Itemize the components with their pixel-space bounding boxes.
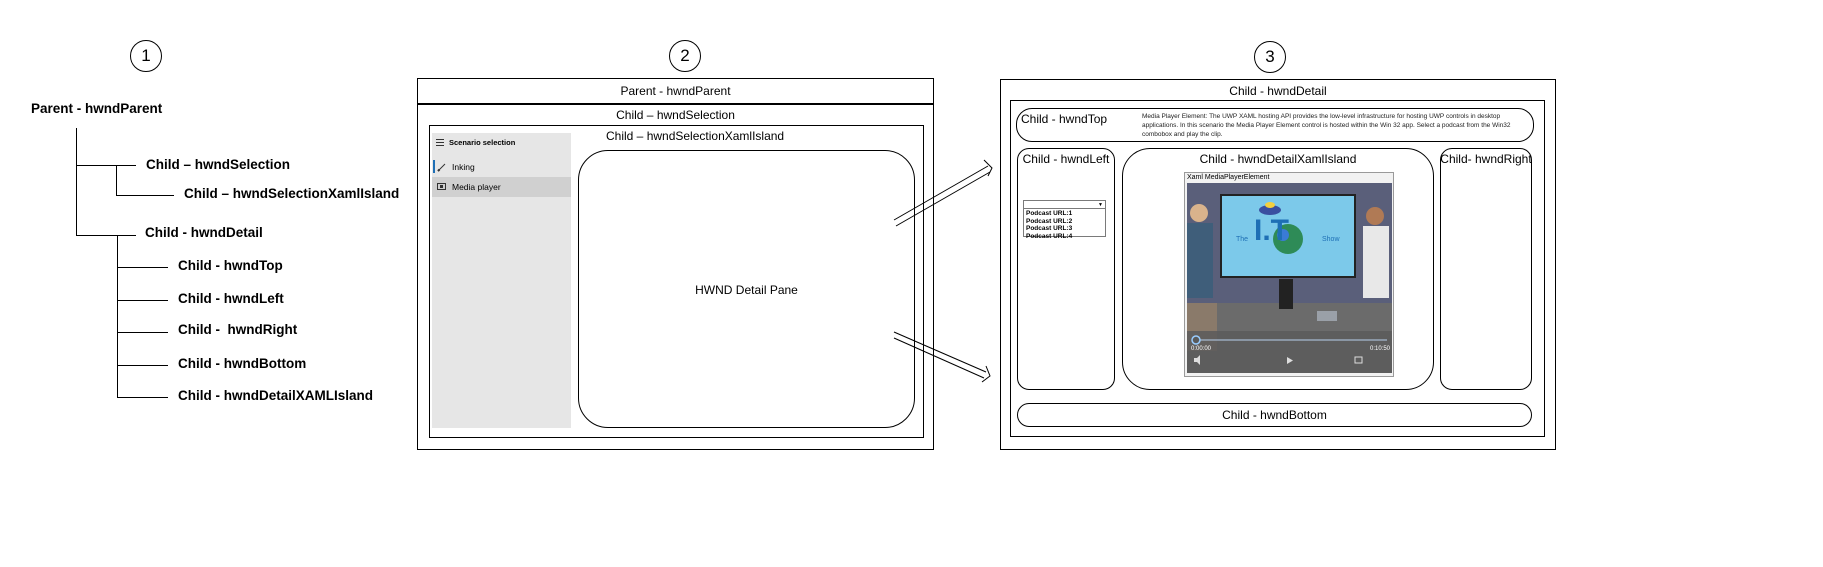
scenario-header: Scenario selection <box>436 138 515 147</box>
video-frame[interactable] <box>1187 183 1392 373</box>
tree-connector <box>117 267 168 268</box>
media-icon <box>437 183 446 190</box>
connector-arrows <box>893 159 993 383</box>
arrow-upper <box>893 159 993 227</box>
right-window-frame <box>1440 148 1532 390</box>
volume-icon <box>1194 355 1200 365</box>
time-start: 0:00:00 <box>1191 346 1212 352</box>
scenario-item-media-player[interactable]: Media player <box>437 182 501 192</box>
detail-xaml-island-label: Child - hwndDetailXamlIsland <box>1199 152 1357 166</box>
panel-2-number: 2 <box>669 40 701 72</box>
tree-node-left: Child - hwndLeft <box>178 291 284 306</box>
parent-window-frame <box>417 78 934 450</box>
tree-node-selection: Child – hwndSelection <box>146 157 291 172</box>
video-title-main: I.T <box>1254 214 1289 247</box>
scenario-item-highlight <box>432 177 571 197</box>
title-divider <box>417 103 934 105</box>
hamburger-icon[interactable] <box>436 139 445 146</box>
fullscreen-icon <box>1354 356 1363 364</box>
arrow-lower <box>893 331 991 383</box>
tree-node-right: Child - hwndRight <box>178 322 298 337</box>
bottom-window-frame <box>1017 403 1532 427</box>
tree-root: Parent - hwndParent <box>31 101 163 116</box>
podcast-dropdown-list: Podcast URL:1 Podcast URL:2 Podcast URL:… <box>1023 208 1106 240</box>
podcast-option[interactable]: Podcast URL:4 <box>1026 232 1073 240</box>
detail-inner-frame <box>1010 100 1545 437</box>
selection-window-label: Child – hwndSelection <box>616 108 735 122</box>
detail-window-label: Child - hwndDetail <box>1229 84 1327 98</box>
panel-3-number: 3 <box>1254 41 1286 73</box>
tree-connector <box>117 332 168 333</box>
podcast-option[interactable]: Podcast URL:3 <box>1026 225 1073 232</box>
right-window-label: Child- hwndRight <box>1440 152 1532 166</box>
tree-connector <box>117 365 168 366</box>
tree-node-detail: Child - hwndDetail <box>145 225 263 240</box>
scenario-item-inking[interactable]: Inking <box>437 162 475 172</box>
left-window-frame <box>1017 148 1115 390</box>
selection-window-frame <box>429 125 924 438</box>
bottom-window-label: Child - hwndBottom <box>1222 408 1327 422</box>
tree-connector <box>76 128 77 235</box>
detail-window-frame <box>1000 79 1556 450</box>
pen-icon <box>437 163 446 172</box>
tree-node-top: Child - hwndTop <box>178 258 283 273</box>
tree-connector <box>117 397 168 398</box>
podcast-option[interactable]: Podcast URL:2 <box>1026 217 1073 225</box>
selected-indicator <box>433 160 435 173</box>
parent-window-label: Parent - hwndParent <box>620 84 731 98</box>
tree-connector <box>76 165 136 166</box>
top-window-frame <box>1016 108 1534 142</box>
tree-connector <box>116 165 117 195</box>
seek-thumb <box>1191 335 1201 345</box>
detail-pane-label: HWND Detail Pane <box>695 283 798 297</box>
detail-xaml-island-frame <box>1122 148 1434 390</box>
selection-xaml-island-label: Child – hwndSelectionXamlIsland <box>606 129 785 143</box>
top-window-description: Media Player Element: The UWP XAML hosti… <box>1142 113 1511 138</box>
tree-connector <box>116 195 174 196</box>
detail-pane-frame <box>578 150 915 428</box>
video-title-left: The <box>1236 236 1249 243</box>
top-window-label: Child - hwndTop <box>1021 112 1108 126</box>
time-end: 0:10:50 <box>1370 346 1391 352</box>
play-icon <box>1287 357 1293 364</box>
tree-node-selection-xaml-island: Child – hwndSelectionXamlIsland <box>184 186 400 201</box>
left-window-label: Child - hwndLeft <box>1022 152 1110 166</box>
tree-node-bottom: Child - hwndBottom <box>178 356 307 371</box>
chevron-down-icon[interactable]: ▼ <box>1098 202 1103 208</box>
media-player-title: Xaml MediaPlayerElement <box>1187 174 1270 181</box>
tree-node-detail-xaml-island: Child - hwndDetailXAMLIsland <box>178 388 373 403</box>
tree-connector <box>117 300 168 301</box>
tree-connector <box>117 235 118 398</box>
panel-1-number: 1 <box>130 40 162 72</box>
tree-connector <box>76 235 136 236</box>
video-title-right: Show <box>1322 236 1340 243</box>
podcast-option[interactable]: Podcast URL:1 <box>1026 210 1073 217</box>
